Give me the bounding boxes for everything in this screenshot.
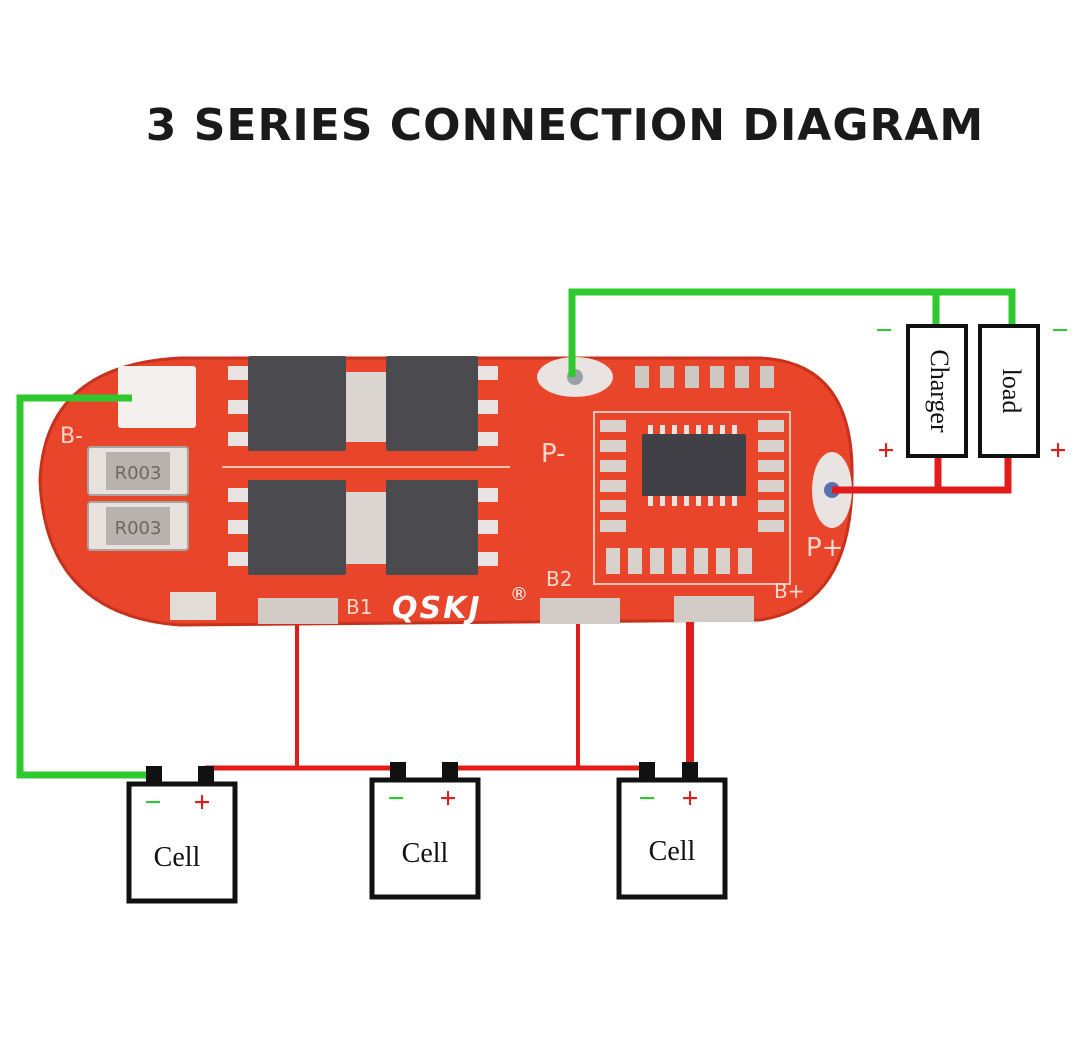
charger-plus-symbol: + (877, 434, 894, 467)
mosfet-4 (366, 480, 498, 575)
resistor-marking-1: R003 (115, 463, 162, 484)
mosfet-1 (228, 356, 368, 451)
charger-label: Charger (925, 349, 954, 433)
resistor-marking-2: R003 (115, 518, 162, 539)
load-minus-symbol: − (1051, 314, 1068, 347)
sense-resistor-2: R003 (87, 501, 189, 551)
cell-1: − + Cell (126, 766, 238, 904)
cell-3-label: Cell (649, 836, 696, 867)
load-plus-symbol: + (1049, 434, 1066, 467)
page-title: 3 SERIES CONNECTION DIAGRAM (145, 100, 985, 151)
b-plus-label: B+ (774, 579, 804, 603)
cell-2-minus: − (387, 782, 404, 815)
b-plus-pad (674, 596, 754, 622)
charger-minus-symbol: − (875, 314, 892, 347)
load-block: load (978, 324, 1040, 458)
cell-1-plus: + (193, 786, 210, 819)
cell-3-minus: − (638, 782, 655, 815)
smd-row-top (635, 366, 774, 388)
b2-label: B2 (546, 567, 572, 591)
mosfet-3 (228, 480, 368, 575)
b2-pad (540, 598, 620, 624)
protection-ic-area (593, 411, 791, 585)
b-minus-pad (118, 366, 196, 428)
mosfet-2 (366, 356, 498, 451)
cell-2-label: Cell (402, 838, 449, 869)
cell-3: − + Cell (616, 762, 728, 900)
brand-logo: QSKJ (392, 591, 482, 626)
load-label: load (997, 369, 1026, 414)
sense-resistor-1: R003 (87, 446, 189, 496)
b-minus-solder-pad (170, 592, 216, 620)
protection-ic-chip (642, 434, 746, 496)
charger-block: Charger (906, 324, 968, 458)
b1-label: B1 (346, 595, 372, 619)
wire-b-minus-to-cell1 (16, 394, 155, 779)
b1-pad (258, 598, 338, 624)
cell-2-plus: + (439, 782, 456, 815)
wire-p-plus-to-external (832, 456, 1012, 494)
bms-board: B- R003 R003 (38, 356, 854, 627)
cell-3-plus: + (681, 782, 698, 815)
registered-mark: ® (510, 584, 528, 605)
cell-1-label: Cell (154, 842, 201, 873)
b-minus-label: B- (60, 424, 83, 449)
cell-2: − + Cell (369, 762, 481, 900)
p-plus-label: P+ (806, 533, 843, 563)
cell-1-minus: − (144, 786, 161, 819)
p-minus-label: P- (541, 439, 566, 469)
wire-p-minus-to-external (568, 288, 1016, 377)
